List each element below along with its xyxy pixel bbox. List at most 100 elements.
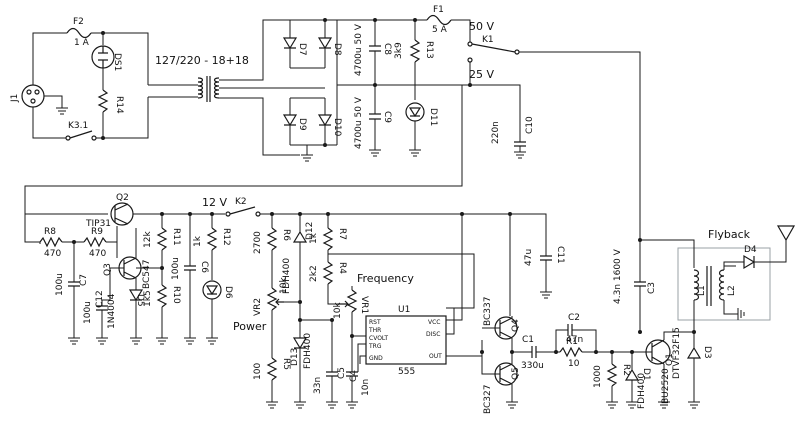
diode-d9 (282, 114, 298, 127)
label-power: Power (233, 320, 267, 333)
led-d6 (202, 280, 222, 300)
label-d1-value: FDH400 (637, 373, 647, 409)
label-r2: R2 (621, 364, 631, 376)
label-q5: Q5 (511, 367, 521, 380)
regulator-section: Q2 TIP31 12 V K2 R8 470 R9 470 100u C7 Q… (25, 193, 463, 345)
capacitor-c10 (514, 141, 526, 147)
resistor-r11 (156, 227, 168, 251)
switch-k1 (471, 43, 516, 53)
capacitor-c11 (540, 255, 552, 261)
resistor-r10 (156, 284, 168, 308)
label-ds1: DS1 (112, 53, 122, 71)
label-bc337: BC337 (483, 297, 493, 326)
label-c3: C3 (647, 282, 657, 294)
label-r6-value: 2700 (253, 231, 263, 254)
capacitor-c8 (369, 45, 381, 52)
diode-d8 (317, 37, 333, 50)
label-d7: D7 (297, 43, 307, 56)
ic-u1-555 (365, 315, 447, 365)
label-bc547: BC547 (142, 260, 152, 289)
label-k3-1: K3.1 (68, 121, 88, 131)
switch-k3-1 (69, 130, 93, 139)
antenna-output-icon (776, 225, 796, 242)
pin-rst: RST (369, 319, 381, 326)
resistor-r6 (266, 227, 278, 251)
label-d6: D6 (223, 286, 233, 299)
label-d9: D9 (297, 118, 307, 131)
label-bu2520: BU2520 (661, 368, 671, 404)
fuse-f1 (426, 14, 452, 26)
capacitor-c9 (369, 113, 381, 120)
label-c3-value: 4.3n 1600 V (613, 248, 623, 304)
label-c1-value: 330u (521, 361, 544, 371)
label-l2: L2 (727, 285, 737, 296)
label-50v: 50 V (469, 20, 494, 33)
label-q4: Q4 (511, 319, 521, 332)
label-c8: C8 (382, 43, 392, 55)
label-q2: Q2 (116, 193, 129, 203)
label-12v: 12 V (202, 196, 227, 209)
transformer: 127/220 - 18+18 (148, 19, 325, 156)
diode-d7 (282, 37, 298, 50)
flyback-transformer: Flyback L1 L2 D4 (640, 225, 796, 332)
pin-disc: DISC (426, 331, 440, 338)
mains-input-section: J1 F2 1 A DS1 R14 K3.1 (10, 17, 149, 141)
resistor-r13 (409, 39, 421, 63)
label-c2: C2 (568, 313, 580, 323)
pin-trg: TRG (368, 343, 382, 350)
label-r4: R4 (337, 262, 347, 274)
label-c12-value: 100u (83, 301, 93, 324)
label-555: 555 (398, 367, 415, 377)
label-d1: D1 (641, 368, 651, 381)
label-q1: Q1 (665, 353, 675, 366)
label-d13: D13 (290, 348, 300, 366)
label-f2: F2 (73, 17, 84, 27)
label-r11: R11 (171, 228, 181, 246)
label-r1: R1 (566, 337, 578, 347)
label-d3-value: DTVF32F15 (672, 327, 682, 379)
pin-out: OUT (429, 353, 442, 360)
label-transformer: 127/220 - 18+18 (155, 54, 249, 67)
timer-555-stage: 2700 R6 VR2 10k Power 100 R5 D12 FDH400 … (233, 212, 483, 409)
label-d3: D3 (702, 346, 712, 359)
resistor-r5 (266, 357, 278, 381)
label-c5-value: 33n (313, 377, 323, 394)
pin-thr: THR (368, 327, 381, 334)
diode-d3 (686, 346, 702, 359)
diode-d4 (743, 254, 756, 270)
resistor-r14 (97, 89, 109, 113)
label-tip31: TIP31 (85, 219, 111, 229)
resistor-r4 (322, 261, 334, 285)
label-u1: U1 (398, 305, 410, 315)
label-c9: C9 (382, 111, 392, 123)
bridge-rectifier: D7 D8 D9 D10 (282, 18, 342, 162)
label-c6-value: 100u (171, 257, 181, 280)
label-flyback: Flyback (708, 228, 751, 241)
capacitor-c1 (531, 346, 537, 358)
label-r10: R10 (171, 286, 181, 304)
label-r7: R7 (337, 228, 347, 240)
label-d11: D11 (428, 108, 438, 126)
driver-output-stage: 47u C11 Q4 BC337 Q5 BC327 C1 330u R1 10 … (462, 212, 712, 414)
label-vr1-value: 10k (333, 302, 343, 319)
capacitor-c6 (184, 265, 196, 271)
label-r14: R14 (114, 96, 124, 114)
label-f1-value: 5 A (432, 25, 448, 35)
label-c7: C7 (79, 274, 89, 286)
label-d12-value: FDH400 (282, 258, 292, 294)
label-c5: C5 (337, 367, 347, 379)
label-r10-value: 1k5 (143, 290, 153, 307)
label-l1: L1 (697, 285, 707, 296)
label-r2-value: 1000 (593, 365, 603, 388)
resistor-r9 (83, 236, 107, 248)
label-c4: C4 (349, 370, 359, 382)
label-f2-value: 1 A (74, 38, 90, 48)
label-25v: 25 V (469, 68, 494, 81)
resistor-r2 (606, 363, 618, 387)
label-k2: K2 (235, 197, 247, 207)
coil-l1 (693, 269, 700, 301)
pin-gnd: GND (369, 355, 383, 362)
label-bc327: BC327 (483, 385, 493, 414)
label-r5: R5 (281, 358, 291, 370)
